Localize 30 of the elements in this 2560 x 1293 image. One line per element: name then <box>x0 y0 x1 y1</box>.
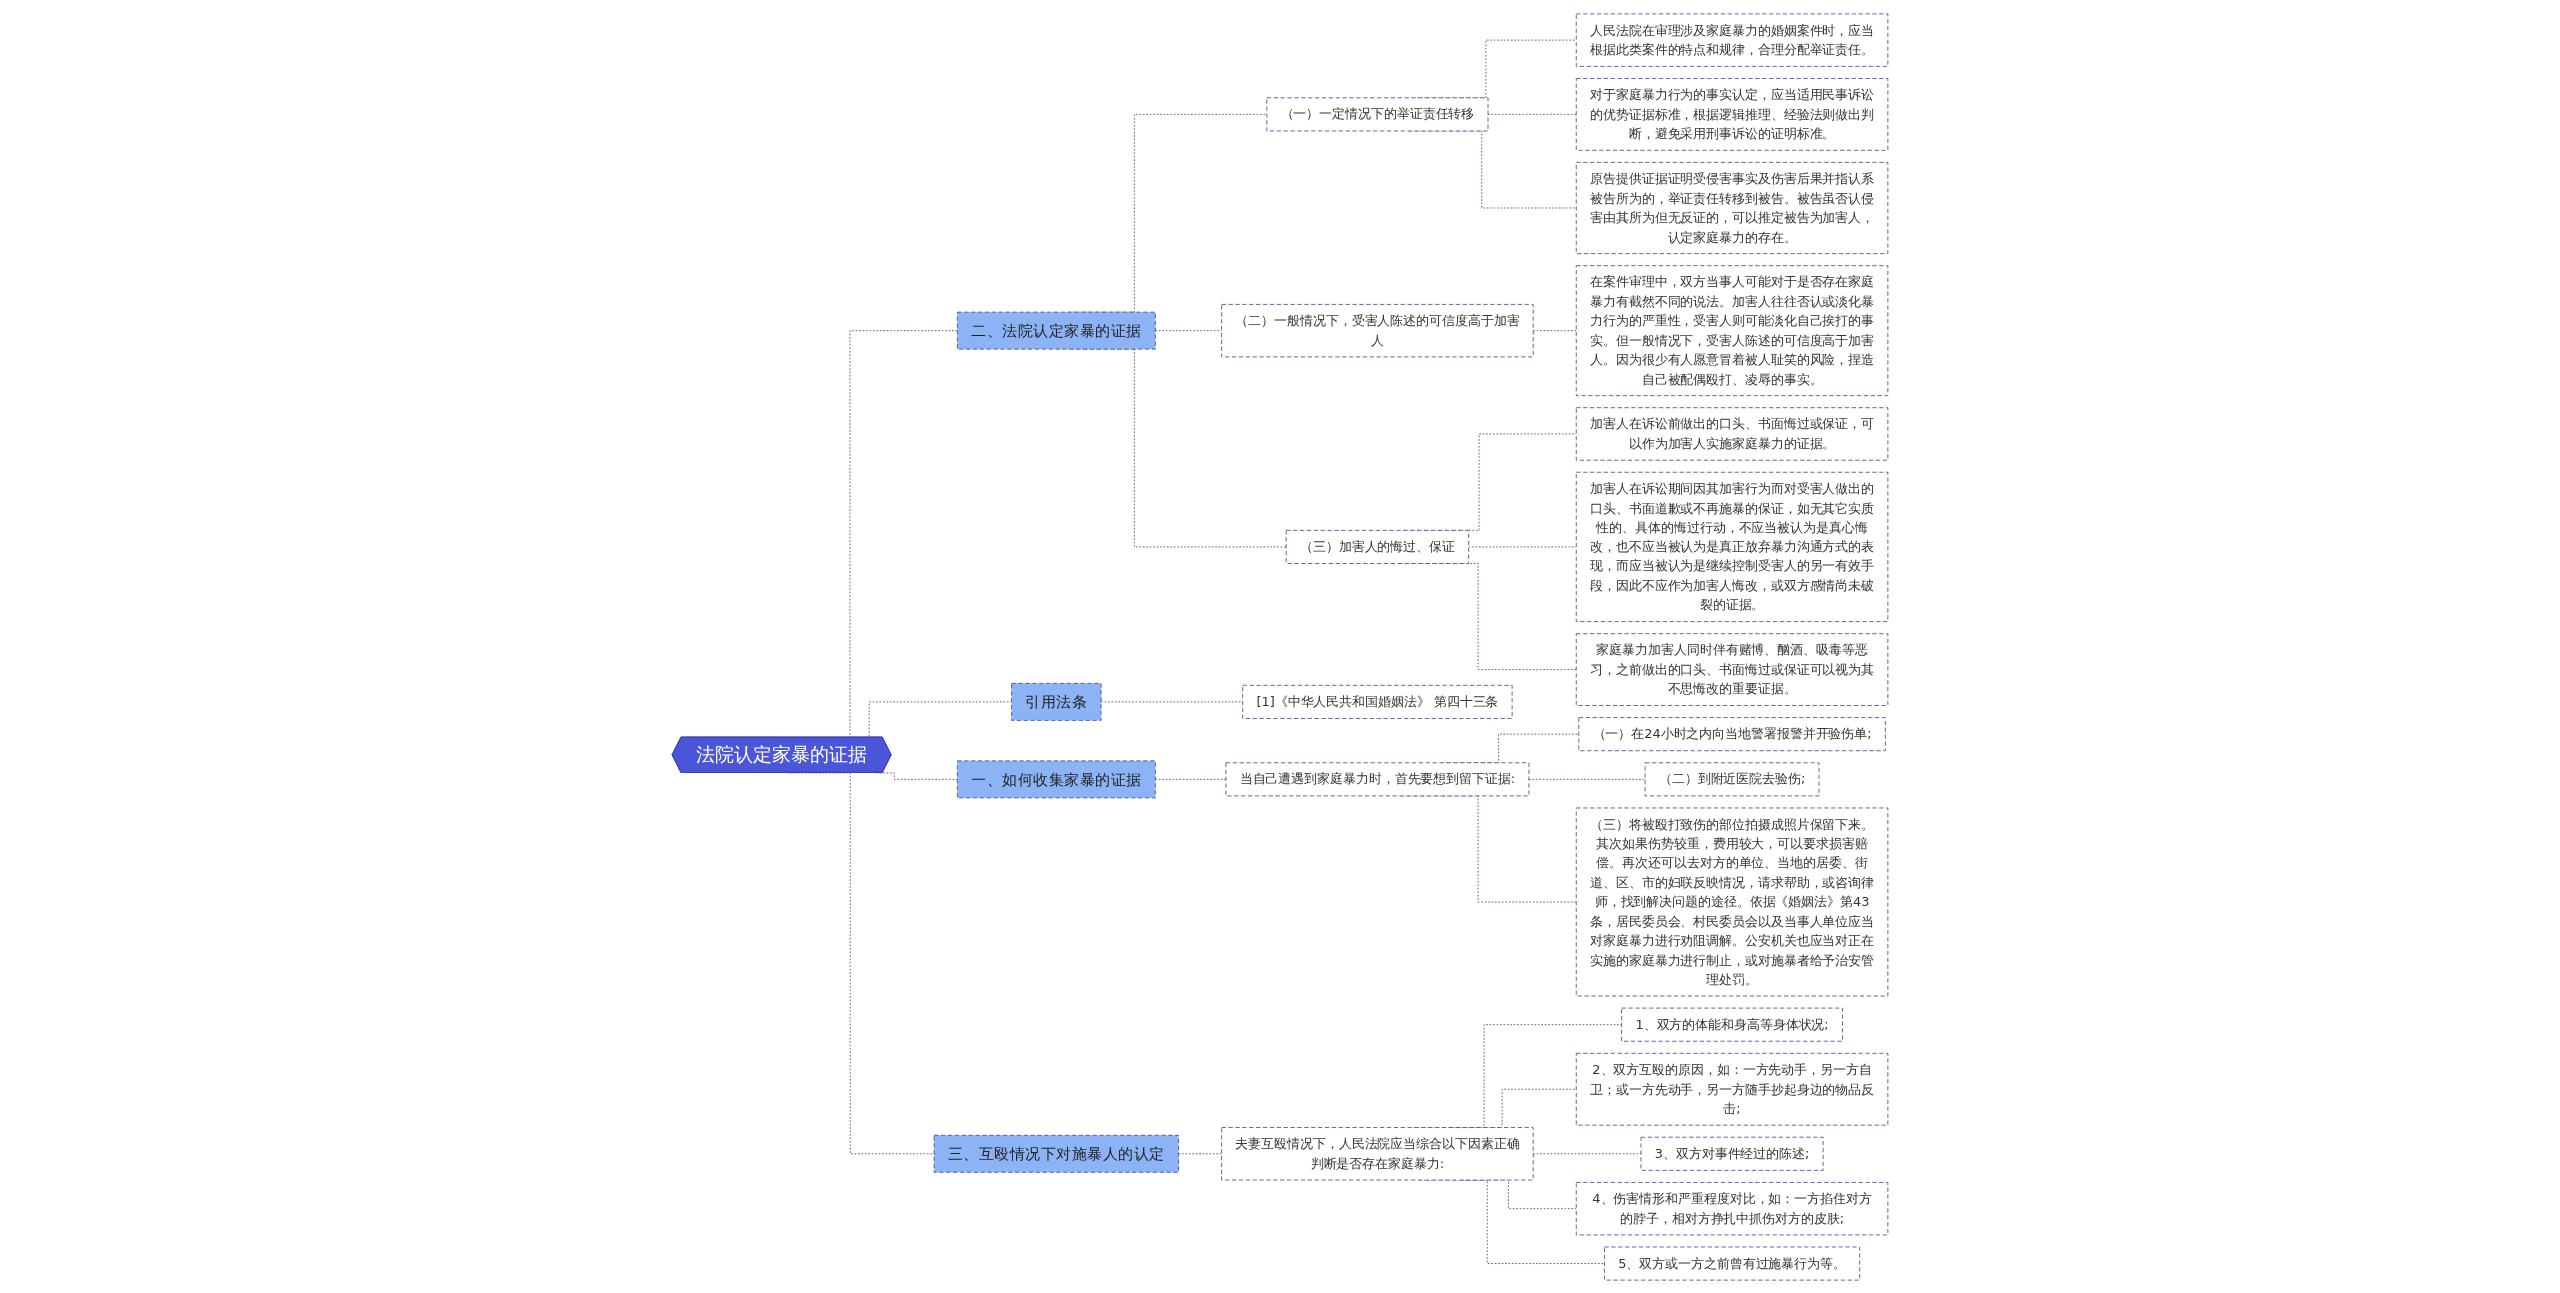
node-box: （一）在24小时之内向当地警署报警并开验伤单; <box>1578 716 1886 751</box>
node-box: 一、如何收集家暴的证据 <box>956 759 1156 798</box>
node-box: （二）一般情况下，受害人陈述的可信度高于加害人 <box>1221 303 1534 357</box>
node-box: 人民法院在审理涉及家庭暴力的婚姻案件时，应当根据此类案件的特点和规律，合理分配举证责任。 <box>1575 12 1889 67</box>
node-box: [1]《中华人民共和国婚姻法》 第四十三条 <box>1242 684 1513 719</box>
node-box: 对于家庭暴力行为的事实认定，应当适用民事诉讼的优势证据标准，根据逻辑推理、经验法则做出判断，避免采用刑事诉讼的证明标准。 <box>1575 77 1889 151</box>
node-box: 引用法条 <box>1011 682 1102 721</box>
node-box: 在案件审理中，双方当事人可能对于是否存在家庭暴力有截然不同的说法。加害人往往否认或淡化暴力行为的严重性，受害人则可能淡化自己挨打的事实。但一般情况下，受害人陈述的可信度高于加害人。因为很少有人愿意冒着被人耻笑的风险，捏造自己被配偶殴打、凌辱的事实。 <box>1575 264 1889 396</box>
node-box: 加害人在诉讼期间因其加害行为而对受害人做出的口头、书面道歉或不再施暴的保证，如无其它实质性的、具体的悔过行动，不应当被认为是真心悔改，也不应当被认为是真正放弃暴力沟通方式的表现，而应当被认为是继续控制受害人的另一有效手段，因此不应作为加害人悔改，或双方感情尚未破裂的证据。 <box>1575 471 1889 622</box>
node-box: （二）到附近医院去验伤; <box>1644 761 1820 796</box>
connector <box>875 771 958 780</box>
node-box: 二、法院认定家暴的证据 <box>956 311 1156 350</box>
connector <box>1528 778 1646 780</box>
node-box: （三）将被殴打致伤的部位拍摄成照片保留下来。其次如果伤势较重，费用较大，可以要求损害赔偿。再次还可以去对方的单位、当地的居委、街道、区、市的妇联反映情况，请求帮助，或咨询律师，找到解决问题的途径。依据《婚姻法》第43条，居民委员会、村民委员会以及当事人单位应当对家庭暴力进行劝阻调解。公安机关也应当对正在实施的家庭暴力进行制止，或对施暴者给予治安管理处罚。 <box>1575 807 1889 996</box>
node-box: 三、互殴情况下对施暴人的认定 <box>933 1134 1179 1173</box>
node-box: 原告提供证据证明受侵害事实及伤害后果并指认系被告所为的，举证责任转移到被告。被告虽否认侵害由其所为但无反证的，可以推定被告为加害人，认定家庭暴力的存在。 <box>1575 161 1889 254</box>
node-box: （三）加害人的悔过、保证 <box>1285 529 1470 564</box>
node-box: 2、双方互殴的原因，如：一方先动手，另一方自卫；或一方先动手，另一方随手抄起身边的物品反击; <box>1575 1052 1889 1126</box>
connector <box>1468 546 1577 547</box>
connector <box>787 771 935 1154</box>
node-box: 夫妻互殴情况下，人民法院应当综合以下因素正确判断是否存在家庭暴力: <box>1221 1126 1534 1180</box>
connector <box>1178 1152 1223 1154</box>
node-box: 4、伤害情形和严重程度对比，如：一方掐住对方的脖子，相对方挣扎中抓伤对方的皮肤; <box>1575 1181 1889 1235</box>
node-box: 家庭暴力加害人同时伴有赌博、酗酒、吸毒等恶习，之前做出的口头、书面悔过或保证可以视为其不思悔改的重要证据。 <box>1575 632 1889 706</box>
node-box: （一）一定情况下的举证责任转移 <box>1266 96 1489 131</box>
node-box: 加害人在诉讼前做出的口头、书面悔过或保证，可以作为加害人实施家庭暴力的证据。 <box>1575 406 1889 461</box>
node-box: 3、双方对事件经过的陈述; <box>1640 1136 1824 1171</box>
node-box: 1、双方的体能和身高等身体状况; <box>1621 1007 1843 1042</box>
node-box: 当自己遭遇到家庭暴力时，首先要想到留下证据: <box>1225 761 1530 796</box>
node-box: 5、双方或一方之前曾有过施暴行为等。 <box>1604 1246 1861 1281</box>
